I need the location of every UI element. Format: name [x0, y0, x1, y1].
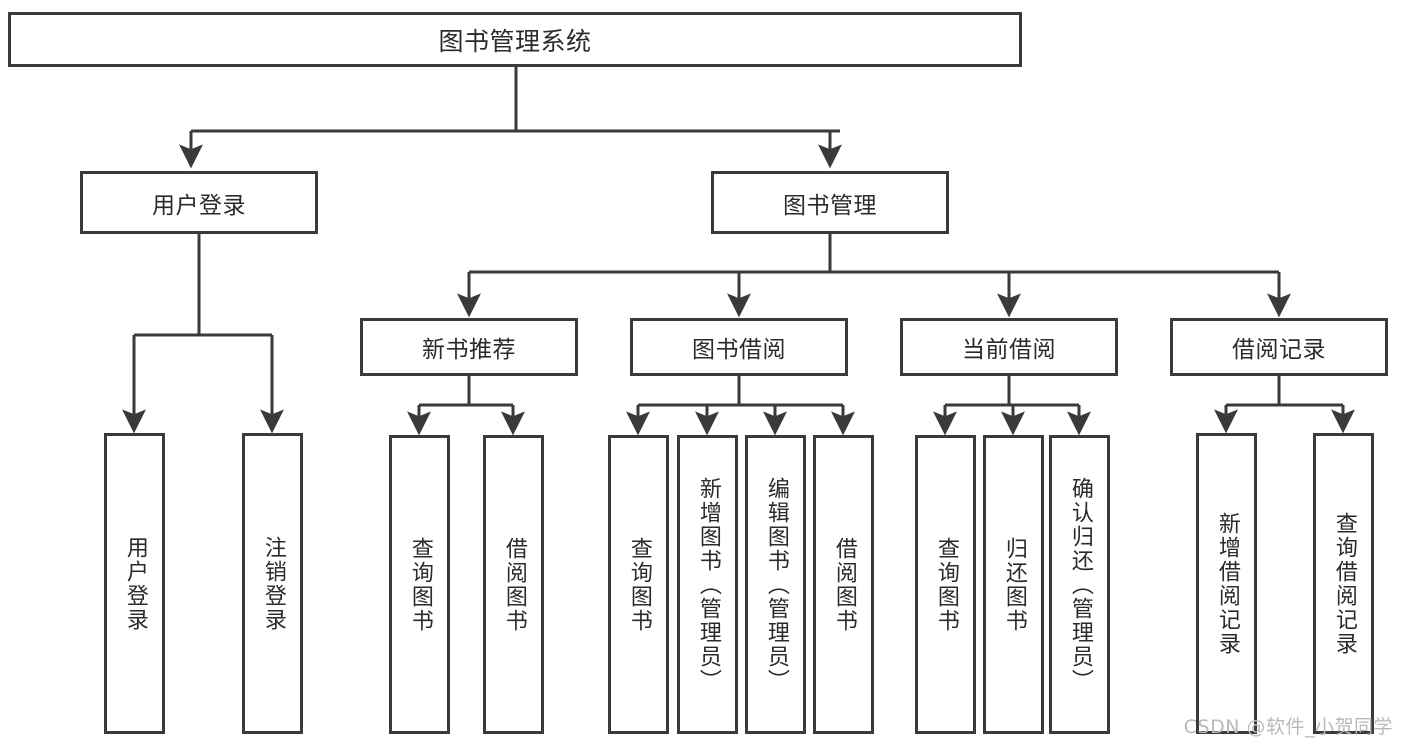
leaf-confirm-return-admin[interactable]: 确认归还（管理员）: [1049, 435, 1110, 734]
node-label: 查询图书: [626, 536, 652, 633]
node-label: 归还图书: [1001, 536, 1027, 633]
node-new-book-recommend[interactable]: 新书推荐: [360, 318, 578, 376]
node-label: 当前借阅: [962, 337, 1056, 363]
node-label: 新增借阅记录: [1214, 511, 1240, 656]
node-label: 查询借阅记录: [1331, 511, 1357, 656]
leaf-logout[interactable]: 注销登录: [242, 433, 303, 734]
node-label: 图书借阅: [692, 337, 786, 363]
watermark-text: CSDN @软件_小贺同学: [1183, 716, 1393, 738]
node-label: 借阅图书: [501, 536, 527, 633]
leaf-edit-book-admin[interactable]: 编辑图书（管理员）: [745, 435, 806, 734]
leaf-query-book-current[interactable]: 查询图书: [915, 435, 976, 734]
leaf-borrow-book-recommend[interactable]: 借阅图书: [483, 435, 544, 734]
node-book-borrow[interactable]: 图书借阅: [630, 318, 848, 376]
node-label: 用户登录: [122, 535, 148, 632]
node-label: 查询图书: [407, 536, 433, 633]
node-label: 新书推荐: [422, 337, 516, 363]
leaf-query-book-borrow[interactable]: 查询图书: [608, 435, 669, 734]
node-borrow-record[interactable]: 借阅记录: [1170, 318, 1388, 376]
node-label: 图书管理: [783, 192, 877, 219]
leaf-user-login[interactable]: 用户登录: [104, 433, 165, 734]
leaf-query-borrow-record[interactable]: 查询借阅记录: [1313, 433, 1374, 734]
leaf-query-book-recommend[interactable]: 查询图书: [389, 435, 450, 734]
node-user-login[interactable]: 用户登录: [80, 171, 318, 234]
leaf-borrow-book[interactable]: 借阅图书: [813, 435, 874, 734]
node-label: 注销登录: [260, 535, 286, 632]
node-label: 用户登录: [152, 192, 246, 219]
node-label: 新增图书（管理员）: [695, 476, 721, 693]
node-label: 确认归还（管理员）: [1067, 476, 1093, 693]
node-label: 编辑图书（管理员）: [763, 476, 789, 693]
leaf-add-book-admin[interactable]: 新增图书（管理员）: [677, 435, 738, 734]
leaf-return-book[interactable]: 归还图书: [983, 435, 1044, 734]
node-book-management[interactable]: 图书管理: [711, 171, 949, 234]
node-label: 借阅记录: [1232, 337, 1326, 363]
leaf-add-borrow-record[interactable]: 新增借阅记录: [1196, 433, 1257, 734]
node-label: 借阅图书: [831, 536, 857, 633]
node-current-borrow[interactable]: 当前借阅: [900, 318, 1118, 376]
node-label: 查询图书: [933, 536, 959, 633]
node-root-system[interactable]: 图书管理系统: [8, 12, 1022, 67]
node-label: 图书管理系统: [438, 26, 592, 56]
